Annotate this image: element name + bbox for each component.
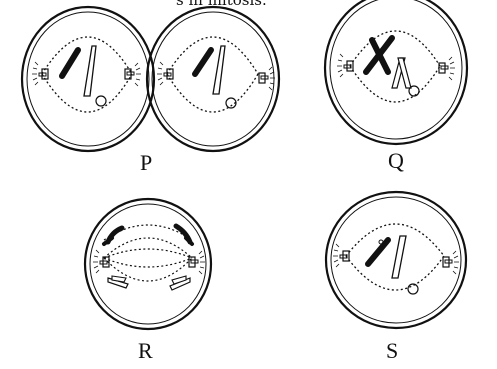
centrosome-icon — [157, 62, 173, 85]
chromosome-light — [392, 236, 406, 278]
centrosome-icon — [93, 250, 109, 273]
label-p: P — [140, 150, 152, 175]
label-q: Q — [388, 148, 404, 173]
stage-r-cell — [85, 199, 211, 329]
centrosome-icon — [443, 251, 459, 274]
nucleolus — [409, 86, 419, 96]
centrosome-icon — [337, 54, 353, 77]
stage-q-group: Q — [325, 0, 467, 173]
chromosome-dark — [62, 50, 78, 76]
stage-s-group: S — [326, 192, 466, 363]
centrosome-icon — [439, 57, 455, 80]
stage-q-cell — [325, 0, 467, 144]
stage-s-cell — [326, 192, 466, 328]
chromosome-light — [84, 46, 96, 96]
centrosome-icon — [333, 244, 349, 267]
chromosome-dark — [195, 50, 211, 74]
stage-r-group: R — [85, 199, 211, 363]
centrosome-icon — [32, 62, 48, 85]
nucleolus — [96, 96, 106, 106]
centrosome-icon — [189, 251, 205, 274]
chromosome-dark-pair — [366, 38, 392, 72]
label-s: S — [386, 338, 398, 363]
chromosome-light-pair — [392, 58, 411, 88]
stage-p-cell-right — [147, 7, 279, 151]
stage-p-cell-left — [22, 7, 154, 151]
chromosome-light — [213, 46, 225, 94]
label-r: R — [138, 338, 153, 363]
chromosome-dark — [368, 240, 388, 264]
stage-p-group: P — [22, 7, 279, 175]
centrosome-icon — [259, 67, 275, 90]
nucleolus — [408, 284, 418, 294]
